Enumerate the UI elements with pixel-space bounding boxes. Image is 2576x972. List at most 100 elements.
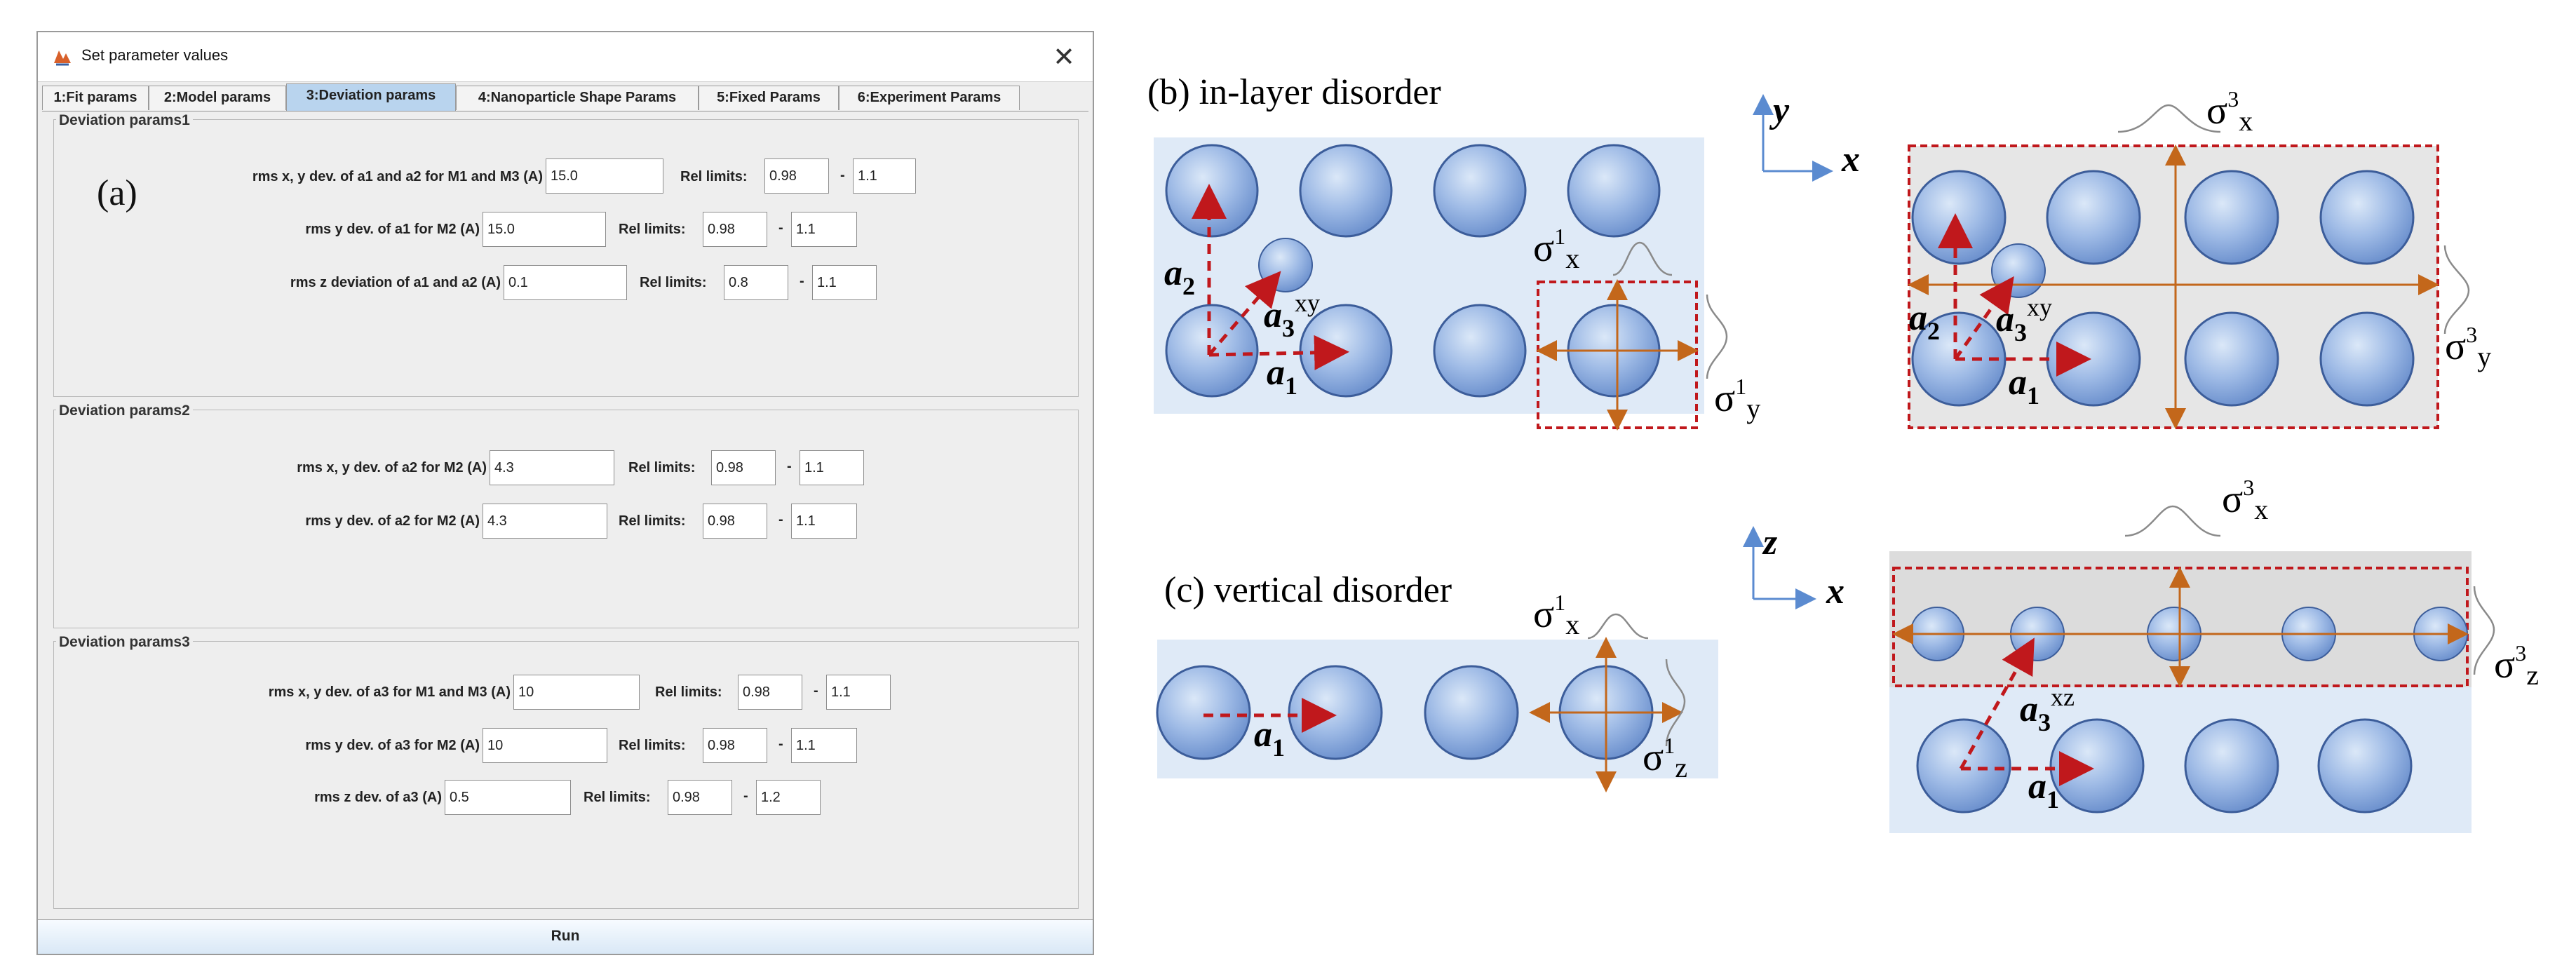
rms-z-a3-input[interactable] — [445, 780, 571, 815]
gaussian-curve — [1665, 659, 1686, 747]
tab-experiment-params[interactable]: 6:Experiment Params — [839, 86, 1020, 110]
rms-y-a3-m2-input[interactable] — [483, 728, 607, 763]
sphere — [2317, 718, 2413, 814]
rel-limits-label: Rel limits: — [655, 684, 722, 700]
rel-max-input[interactable] — [756, 780, 821, 815]
window-title: Set parameter values — [81, 46, 229, 64]
rel-max-input[interactable] — [791, 504, 857, 539]
sigma3x-label: σ3x — [2206, 86, 2253, 137]
vector-a3-label: a3xy — [1996, 293, 2052, 346]
x-axis-label: x — [1841, 140, 1860, 180]
field-label: rms x, y dev. of a3 for M1 and M3 (A) — [268, 684, 511, 700]
java-app-icon — [54, 50, 71, 66]
rms-z-a1-a2-input[interactable] — [504, 265, 627, 300]
sigma1y-label: σ1y — [1714, 374, 1760, 424]
field-label: rms y dev. of a2 for M2 (A) — [305, 513, 480, 529]
tab-deviation-params[interactable]: 3:Deviation params — [286, 83, 456, 111]
sphere — [2184, 311, 2279, 407]
gaussian-curve — [2443, 245, 2470, 335]
title-bar: Set parameter values ✕ — [38, 32, 1093, 82]
range-dash: - — [743, 788, 748, 804]
sigma1z-label: σ1z — [1643, 733, 1687, 783]
small-sphere-a3 — [1991, 243, 2046, 298]
rms-xy-a3-m1-m3-input[interactable] — [513, 675, 640, 710]
rel-min-input[interactable] — [703, 728, 767, 763]
run-button[interactable]: Run — [551, 928, 580, 944]
group-title: Deviation params2 — [56, 403, 193, 419]
rel-min-input[interactable] — [703, 212, 767, 247]
y-axis-label: y — [1769, 90, 1790, 130]
sphere — [2319, 311, 2415, 407]
sigma3z-label: σ3z — [2494, 640, 2539, 691]
x-axis-label: x — [1826, 572, 1845, 612]
tab-fit-params[interactable]: 1:Fit params — [42, 86, 149, 110]
rms-y-a2-m2-input[interactable] — [483, 504, 607, 539]
deviation-params3-group — [53, 641, 1079, 909]
rel-limits-label: Rel limits: — [619, 513, 686, 529]
rel-max-input[interactable] — [800, 450, 864, 485]
rel-min-input[interactable] — [703, 504, 767, 539]
vector-a2-label: a2 — [1909, 298, 1940, 345]
sphere — [1567, 144, 1661, 238]
group-title: Deviation params3 — [56, 634, 193, 651]
rel-limits-label: Rel limits: — [640, 275, 707, 290]
range-dash: - — [814, 683, 818, 698]
rel-max-input[interactable] — [826, 675, 891, 710]
sphere — [2184, 718, 2279, 814]
rms-xy-a1-a2-m1-m3-input[interactable] — [546, 158, 663, 194]
rms-y-a1-m2-input[interactable] — [483, 212, 606, 247]
rms-xy-a2-m2-input[interactable] — [490, 450, 614, 485]
range-dash: - — [840, 168, 845, 183]
vector-a2-label: a2 — [1164, 253, 1195, 300]
xz-axes: z x — [1743, 522, 1845, 612]
rel-limits-label: Rel limits: — [619, 222, 686, 237]
vector-a1-label: a1 — [2009, 363, 2039, 410]
small-sphere-a3 — [1258, 238, 1313, 292]
rel-max-input[interactable] — [791, 212, 857, 247]
sigma3y-label: σ3y — [2445, 322, 2491, 372]
vector-a3-arrow — [1208, 271, 1281, 356]
close-button[interactable]: ✕ — [1053, 41, 1075, 72]
deviation-params2-group — [53, 410, 1079, 628]
rel-min-input[interactable] — [738, 675, 802, 710]
tab-fixed-params[interactable]: 5:Fixed Params — [699, 86, 839, 110]
panel-a-label: (a) — [97, 173, 137, 213]
vector-a1-label: a1 — [1267, 353, 1297, 400]
vector-a3-arrow — [1959, 637, 2035, 770]
gaussian-curve — [1587, 613, 1649, 640]
z-axis-label: z — [1762, 522, 1778, 562]
rel-limits-label: Rel limits: — [628, 460, 696, 475]
rel-max-input[interactable] — [812, 265, 877, 300]
vector-a1-arrow — [1208, 335, 1349, 370]
sigma3x-label: σ3x — [2222, 475, 2268, 525]
sphere — [2184, 170, 2279, 265]
vector-a1-label: a1 — [1254, 715, 1285, 762]
range-dash: - — [778, 220, 783, 236]
rel-max-input[interactable] — [791, 728, 857, 763]
sphere — [2049, 718, 2145, 814]
field-label: rms y dev. of a3 for M2 (A) — [305, 738, 480, 753]
rel-max-input[interactable] — [853, 158, 916, 194]
sphere — [2046, 170, 2141, 265]
range-dash: - — [800, 274, 804, 289]
sphere — [1424, 665, 1519, 760]
gaussian-curve — [1612, 241, 1673, 276]
rel-min-input[interactable] — [764, 158, 829, 194]
group-title: Deviation params1 — [56, 112, 193, 129]
run-bar: Run — [38, 919, 1093, 954]
sigma1x-label: σ1x — [1533, 224, 1579, 274]
field-label: rms y dev. of a1 for M2 (A) — [305, 222, 480, 237]
tab-model-params[interactable]: 2:Model params — [149, 86, 286, 110]
sphere — [1433, 144, 1527, 238]
field-label: rms z dev. of a3 (A) — [314, 790, 442, 805]
rel-min-input[interactable] — [668, 780, 732, 815]
rel-limits-label: Rel limits: — [584, 790, 651, 805]
rel-min-input[interactable] — [711, 450, 776, 485]
xy-axes: y x — [1753, 90, 1860, 182]
rel-min-input[interactable] — [724, 265, 788, 300]
gaussian-curve — [1706, 294, 1728, 379]
sphere-row-top — [1165, 144, 1661, 238]
field-label: rms x, y dev. of a1 and a2 for M1 and M3… — [252, 169, 543, 184]
tab-nanoparticle-shape-params[interactable]: 4:Nanoparticle Shape Params — [456, 86, 699, 110]
